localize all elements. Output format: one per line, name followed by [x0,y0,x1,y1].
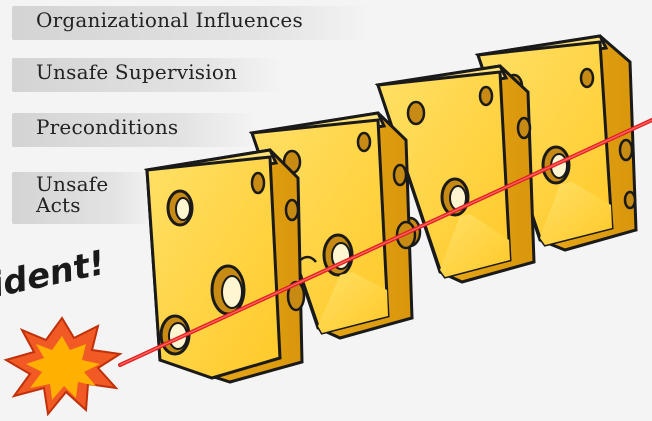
cheese-slice-unsafe-acts [143,148,306,384]
accident-text: ident! [0,243,109,306]
label-organizational-influences-text: Organizational Influences [36,8,303,32]
label-unsafe-acts: Unsafe Acts [12,172,157,224]
label-preconditions-text: Preconditions [36,115,179,139]
trajectory-occluders [318,182,612,333]
accident-trajectory [118,118,652,367]
accident-burst-icon [3,316,123,417]
label-preconditions: Preconditions [12,113,257,147]
label-unsafe-supervision-text: Unsafe Supervision [36,60,238,84]
accident-text-label: ident! [0,243,109,306]
label-organizational-influences: Organizational Influences [12,6,372,40]
label-unsafe-acts-line2: Acts [36,193,81,217]
label-unsafe-acts-line1: Unsafe [36,172,109,196]
label-unsafe-supervision: Unsafe Supervision [12,58,282,92]
